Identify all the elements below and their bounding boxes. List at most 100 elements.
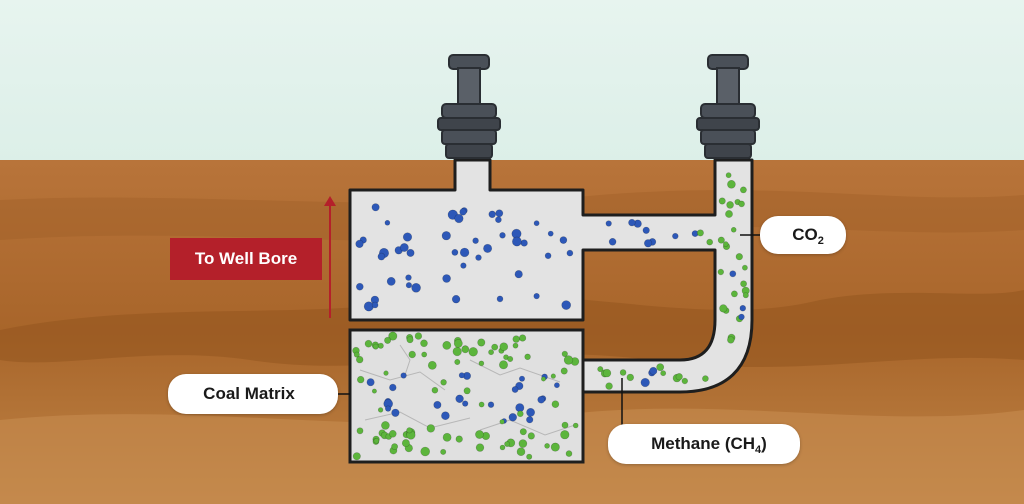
co2-bubble (372, 343, 379, 350)
methane-bubble (537, 395, 546, 404)
co2-bubble (499, 444, 506, 451)
co2-bubble (730, 227, 737, 233)
co2-bubble (560, 367, 568, 375)
methane-bubble (729, 270, 737, 278)
methane-bubble (366, 378, 375, 387)
methane-bubble (451, 295, 461, 304)
co2-bubble (718, 197, 726, 205)
co2-bubble (512, 342, 519, 349)
co2-bubble (478, 401, 485, 408)
co2-bubble (719, 304, 728, 313)
methane-bubble (640, 377, 650, 388)
methane-bubble (518, 375, 525, 382)
methane-bubble (559, 236, 568, 244)
co2-bubble (551, 400, 560, 409)
methane-bubble (475, 254, 482, 261)
co2-bubble (565, 450, 573, 457)
methane-bubble (520, 239, 528, 247)
methane-bubble (405, 282, 413, 289)
methane-bubble (488, 210, 496, 219)
co2-bubble (507, 355, 514, 362)
co2-bubble (550, 373, 556, 379)
methane-bubble (605, 220, 612, 227)
coal-cracks (359, 344, 576, 436)
methane-bubble (411, 282, 421, 293)
co2-bubble (452, 346, 462, 357)
co2-bubble (518, 439, 528, 448)
methane-bubble (512, 236, 522, 247)
methane-bubble (495, 209, 504, 218)
methane-bubble (355, 282, 364, 291)
methane-bubble (442, 274, 451, 283)
co2-bubble (742, 264, 748, 271)
co2-bubble (519, 428, 527, 436)
co2-bubble (675, 373, 683, 381)
co2-bubble (488, 349, 494, 356)
co2-bubble (702, 375, 709, 382)
methane-bubble (554, 382, 560, 389)
co2-bubble (499, 342, 509, 352)
methane-bubble (363, 301, 374, 312)
co2-bubble (352, 452, 361, 461)
co2-bubble (572, 422, 579, 429)
methane-bubble (455, 394, 464, 403)
methane-bubble (608, 238, 617, 246)
methane-bubble (451, 248, 459, 256)
co2-bubble (540, 376, 546, 382)
co2-bubble (725, 172, 732, 179)
methane-bubble (459, 247, 470, 258)
methane-bubble (406, 248, 415, 257)
methane-bubble (405, 274, 412, 281)
to-well-bore-text: To Well Bore (194, 249, 298, 268)
methane-bubble (526, 407, 535, 417)
co2-bubble (440, 379, 447, 386)
co2-bubble (427, 360, 437, 370)
methane-bubble (642, 226, 650, 234)
co2-bubble (722, 241, 729, 247)
methane-bubble (441, 411, 450, 421)
co2-bubble (442, 432, 452, 442)
wellhead-valve-icon (696, 54, 760, 159)
co2-bubble (544, 443, 550, 449)
methane-bubble (384, 220, 391, 226)
co2-bubble (353, 351, 360, 358)
co2-bubble (414, 332, 423, 340)
methane-bubble (377, 252, 386, 261)
methane-bubble (499, 232, 506, 239)
co2-bubble (561, 350, 568, 358)
co2-bubble (504, 441, 510, 447)
methane-bubble (643, 239, 653, 248)
co2-bubble (364, 339, 373, 348)
methane-bubble (508, 413, 517, 422)
co2-bubble (706, 238, 714, 246)
co2-bubble (498, 360, 508, 370)
wellhead-valve-icon (437, 54, 501, 159)
methane-bubble (739, 305, 746, 312)
methane-bubble (514, 270, 523, 279)
co2-bubble (371, 388, 377, 394)
co2-bubble (731, 290, 738, 298)
methane-bubble (483, 243, 493, 253)
co2-bubble (735, 253, 743, 261)
co2-bubble (373, 437, 380, 444)
methane-bubble (628, 218, 636, 227)
co2-bubble (454, 358, 461, 365)
methane-bubble (460, 262, 467, 269)
methane-bubble (544, 252, 552, 260)
co2-bubble (725, 210, 733, 218)
co2-bubble (619, 369, 627, 376)
co2-bubble (499, 419, 505, 425)
co2-bubble (740, 186, 747, 194)
methane-label: Methane (CH4) (608, 424, 800, 464)
methane-bubble (672, 232, 679, 240)
co2-bubble (518, 334, 527, 342)
co2-bubble (406, 336, 414, 344)
co2-bubble (524, 353, 531, 360)
to-well-bore-label: To Well Bore (170, 238, 322, 280)
co2-bubble (377, 407, 384, 413)
co2-bubble (560, 430, 570, 440)
co2-bubble (681, 377, 688, 385)
co2-bubble (526, 453, 533, 460)
co2-bubble (384, 336, 392, 344)
